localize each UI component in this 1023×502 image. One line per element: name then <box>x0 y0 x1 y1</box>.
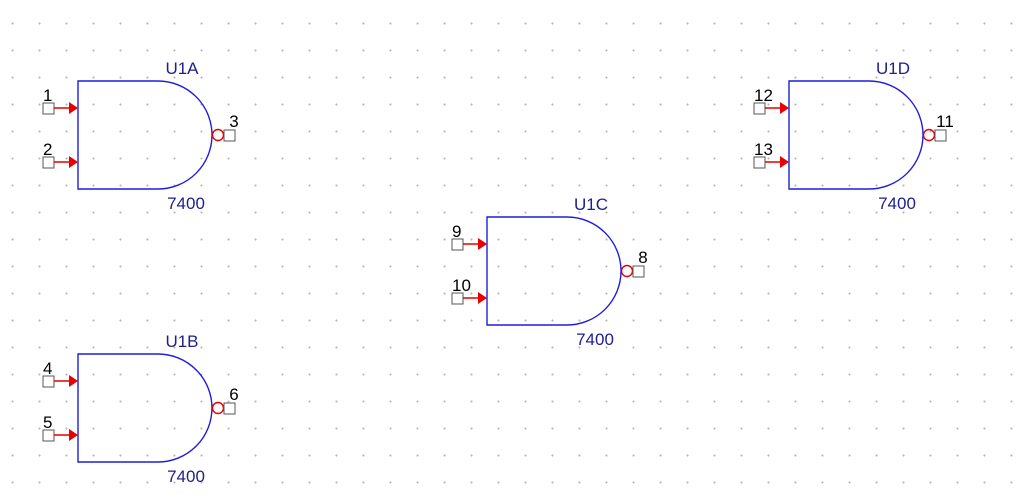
pin-number: 4 <box>43 359 52 378</box>
pin-number: 12 <box>754 86 773 105</box>
nand-gate-body <box>77 80 213 190</box>
gate-u1a[interactable]: U1A 7400 1 2 3 <box>42 59 239 213</box>
pin-number: 13 <box>754 140 773 159</box>
input-arrow-icon <box>780 102 789 114</box>
input-arrow-icon <box>69 375 78 387</box>
input-pin[interactable]: 1 <box>42 86 78 115</box>
gate-part-number: 7400 <box>878 194 916 213</box>
input-arrow-icon <box>478 292 487 304</box>
input-pin[interactable]: 12 <box>753 86 789 115</box>
gate-u1d[interactable]: U1D 7400 12 13 11 <box>753 59 954 213</box>
pin-connector-box[interactable] <box>223 402 236 415</box>
input-arrow-icon <box>69 429 78 441</box>
pin-number: 1 <box>43 86 52 105</box>
inversion-bubble-icon <box>922 128 936 142</box>
output-pin[interactable]: 11 <box>922 112 954 142</box>
gate-u1b[interactable]: U1B 7400 4 5 6 <box>42 332 239 486</box>
input-pin[interactable]: 4 <box>42 359 78 388</box>
pin-number: 2 <box>43 140 52 159</box>
pin-number: 3 <box>229 112 238 131</box>
gate-part-number: 7400 <box>576 330 614 349</box>
pin-number: 8 <box>638 248 647 267</box>
gate-part-number: 7400 <box>167 194 205 213</box>
nand-gate-body <box>77 353 213 463</box>
input-pin[interactable]: 5 <box>42 413 78 442</box>
input-pin[interactable]: 13 <box>753 140 789 169</box>
inversion-bubble-icon <box>620 264 634 278</box>
input-arrow-icon <box>69 102 78 114</box>
nand-gate-body <box>788 80 924 190</box>
output-pin[interactable]: 8 <box>620 248 648 278</box>
output-pin[interactable]: 6 <box>211 385 239 415</box>
gate-part-number: 7400 <box>167 467 205 486</box>
pin-number: 6 <box>229 385 238 404</box>
nand-gate-body <box>486 216 622 326</box>
pin-connector-box[interactable] <box>632 265 645 278</box>
pin-number: 9 <box>452 222 461 241</box>
gate-reference: U1A <box>165 59 199 78</box>
output-pin[interactable]: 3 <box>211 112 239 142</box>
gate-reference: U1C <box>574 195 608 214</box>
gate-reference: U1B <box>165 332 198 351</box>
gate-reference: U1D <box>876 59 910 78</box>
inversion-bubble-icon <box>211 401 225 415</box>
input-pin[interactable]: 9 <box>451 222 487 251</box>
inversion-bubble-icon <box>211 128 225 142</box>
pin-connector-box[interactable] <box>223 129 236 142</box>
pin-number: 5 <box>43 413 52 432</box>
input-pin[interactable]: 2 <box>42 140 78 169</box>
gate-u1c[interactable]: U1C 7400 9 10 8 <box>451 195 648 349</box>
input-pin[interactable]: 10 <box>451 276 487 305</box>
pin-number: 10 <box>452 276 471 295</box>
input-arrow-icon <box>478 238 487 250</box>
input-arrow-icon <box>780 156 789 168</box>
pin-number: 11 <box>936 112 954 131</box>
pin-connector-box[interactable] <box>934 129 947 142</box>
input-arrow-icon <box>69 156 78 168</box>
